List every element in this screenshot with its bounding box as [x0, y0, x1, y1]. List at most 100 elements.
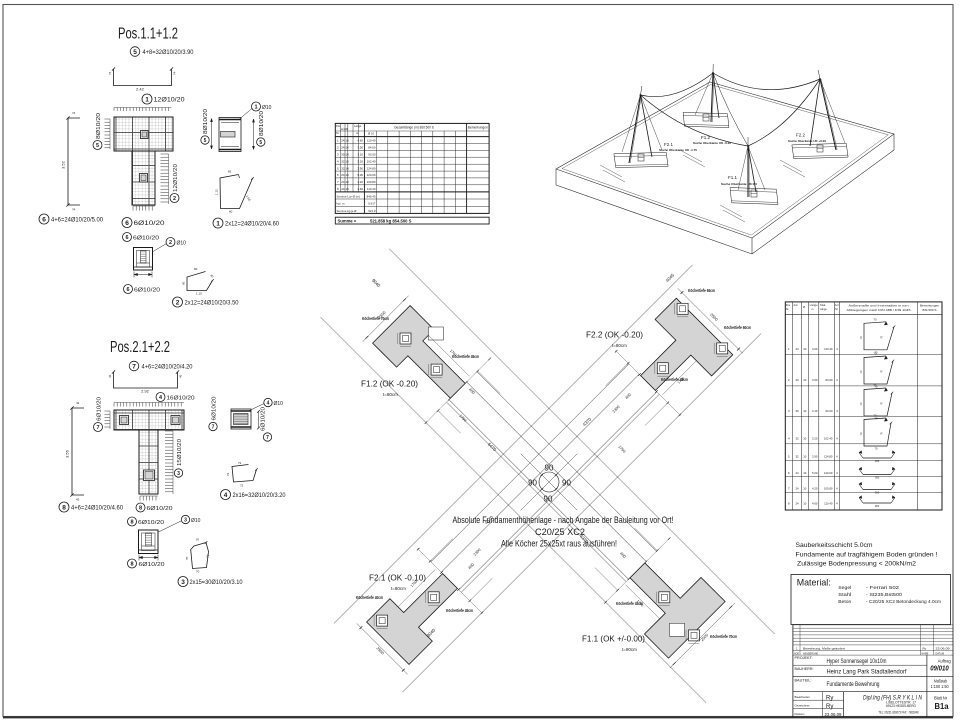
svg-text:74: 74: [72, 111, 76, 115]
svg-text:F1.1 (OK +/-0.00): F1.1 (OK +/-0.00): [582, 634, 645, 644]
svg-text:24: 24: [795, 347, 799, 351]
svg-text:Stahl: Stahl: [838, 592, 851, 597]
svg-text:Köchertiefe 45cm: Köchertiefe 45cm: [446, 608, 473, 613]
svg-text:PROJEKT:: PROJEKT:: [795, 656, 813, 660]
svg-text:2: 2: [176, 299, 180, 306]
svg-text:Länge: Länge: [354, 124, 362, 128]
svg-text:Fundamente auf tragfähigem Bod: Fundamente auf tragfähigem Boden gründen…: [796, 551, 938, 558]
svg-text:10: 10: [346, 187, 350, 191]
svg-text:10: 10: [346, 180, 350, 184]
svg-text:Suche Oberkante UK +0.20: Suche Oberkante UK +0.20: [788, 139, 827, 143]
svg-text:Pos: Pos: [336, 124, 341, 128]
svg-text:7: 7: [788, 487, 790, 491]
svg-text:Köchertiefe 45cm: Köchertiefe 45cm: [452, 354, 479, 359]
svg-text:6: 6: [42, 216, 46, 223]
svg-text:93.00: 93.00: [368, 153, 376, 157]
svg-text:Heinz Lang Park Stadtallendorf: Heinz Lang Park Stadtallendorf: [827, 668, 907, 675]
svg-text:10: 10: [803, 378, 807, 382]
svg-text:6Ø10/20: 6Ø10/20: [134, 221, 166, 227]
svg-text:6Ø10/20: 6Ø10/20: [138, 520, 164, 526]
svg-text:6: 6: [126, 287, 129, 293]
svg-text:Köchertiefe 60cm: Köchertiefe 60cm: [724, 325, 751, 330]
svg-text:110.40: 110.40: [824, 347, 833, 351]
svg-text:400: 400: [468, 387, 477, 396]
svg-text:4: 4: [267, 400, 270, 406]
svg-text:24: 24: [341, 173, 345, 177]
svg-text:Gesamtlänge (m) BSt 500 S: Gesamtlänge (m) BSt 500 S: [394, 126, 434, 130]
svg-text:70: 70: [859, 336, 863, 339]
svg-text:9040: 9040: [426, 627, 437, 638]
svg-text:72: 72: [238, 461, 242, 465]
svg-text:1.10: 1.10: [196, 292, 202, 296]
svg-text:12Ø10/20: 12Ø10/20: [154, 98, 186, 104]
svg-text:4045: 4045: [665, 272, 676, 283]
svg-text:400: 400: [467, 561, 476, 570]
svg-text:C20/25 XC2: C20/25 XC2: [535, 527, 585, 537]
svg-text:1750: 1750: [617, 445, 626, 454]
svg-text:69123 HEIDELBERG: 69123 HEIDELBERG: [886, 704, 917, 708]
svg-text:6Ø10/20: 6Ø10/20: [139, 562, 165, 568]
svg-text:70: 70: [195, 537, 200, 542]
svg-text:Suche Oberkante UK -1.70: Suche Oberkante UK -1.70: [659, 148, 698, 152]
svg-text:Dipl.Ing (FH) S.R Y K L I N: Dipl.Ing (FH) S.R Y K L I N: [863, 694, 922, 701]
svg-text:Maßstab: Maßstab: [934, 678, 947, 683]
svg-text:4370: 4370: [579, 534, 590, 545]
svg-text:10: 10: [346, 146, 350, 150]
svg-text:6: 6: [337, 173, 339, 177]
svg-text:Köchertiefe 45cm: Köchertiefe 45cm: [661, 377, 688, 382]
svg-text:74: 74: [173, 71, 177, 75]
svg-text:2: 2: [173, 196, 176, 202]
svg-text:Anz.: Anz.: [794, 304, 799, 307]
svg-text:10: 10: [346, 159, 350, 163]
svg-text:3.52: 3.52: [61, 160, 66, 169]
svg-text:4: 4: [836, 347, 838, 351]
svg-text:3.10: 3.10: [812, 409, 818, 413]
svg-text:100.80: 100.80: [367, 180, 376, 184]
svg-text:70: 70: [206, 554, 211, 558]
svg-text:6Ø10/20: 6Ø10/20: [212, 396, 218, 420]
svg-text:Länge: Länge: [810, 304, 819, 307]
svg-text:1: 1: [254, 105, 257, 111]
svg-text:70: 70: [875, 385, 878, 389]
svg-text:3: 3: [184, 517, 187, 523]
svg-text:5.00: 5.00: [357, 173, 363, 177]
svg-text:10: 10: [803, 437, 807, 441]
svg-text:Nr.: Nr.: [786, 308, 789, 311]
svg-text:F2.2 (OK -0.20): F2.2 (OK -0.20): [586, 330, 643, 340]
svg-text:2: 2: [337, 146, 339, 150]
svg-text:70: 70: [859, 432, 863, 435]
svg-text:F1.1: F1.1: [728, 175, 738, 180]
svg-text:- C20/25 XC2 Betondeckung 4.0c: - C20/25 XC2 Betondeckung 4.0cm: [866, 599, 942, 604]
svg-text:70: 70: [874, 317, 877, 321]
svg-text:70: 70: [875, 350, 878, 354]
svg-text:110.40: 110.40: [824, 502, 833, 506]
svg-text:Ø10: Ø10: [191, 518, 201, 524]
svg-text:1:100 1:50: 1:100 1:50: [931, 684, 949, 689]
svg-text:3.20: 3.20: [812, 437, 818, 441]
svg-text:BAUHERR:: BAUHERR:: [795, 667, 814, 671]
svg-text:1: 1: [796, 646, 798, 650]
svg-text:6: 6: [125, 220, 129, 227]
svg-text:3.50: 3.50: [812, 378, 818, 382]
svg-text:4: 4: [836, 471, 838, 475]
svg-text:2500: 2500: [699, 632, 709, 642]
svg-text:360: 360: [875, 504, 880, 508]
svg-text:3.90: 3.90: [812, 455, 818, 459]
svg-text:70: 70: [874, 384, 877, 388]
svg-text:4: 4: [224, 492, 228, 499]
svg-text:82: 82: [228, 170, 232, 174]
svg-text:93.00: 93.00: [826, 409, 833, 413]
svg-text:10: 10: [803, 347, 807, 351]
svg-text:1.12: 1.12: [215, 189, 219, 195]
svg-text:Alle Köcher 25x25xt raus ausfü: Alle Köcher 25x25xt raus ausführen!: [501, 539, 617, 549]
svg-text:Gezeichnet: Gezeichnet: [795, 703, 810, 707]
svg-text:F2.1 (OK -0.10): F2.1 (OK -0.10): [369, 573, 426, 583]
svg-text:5: 5: [259, 140, 262, 146]
svg-text:124.80: 124.80: [824, 455, 833, 459]
svg-text:23.06.09: 23.06.09: [825, 712, 843, 717]
svg-text:10: 10: [803, 487, 807, 491]
svg-text:70: 70: [859, 370, 863, 373]
svg-text:4.20: 4.20: [812, 487, 818, 491]
svg-text:4: 4: [836, 487, 838, 491]
svg-text:60: 60: [182, 281, 186, 285]
